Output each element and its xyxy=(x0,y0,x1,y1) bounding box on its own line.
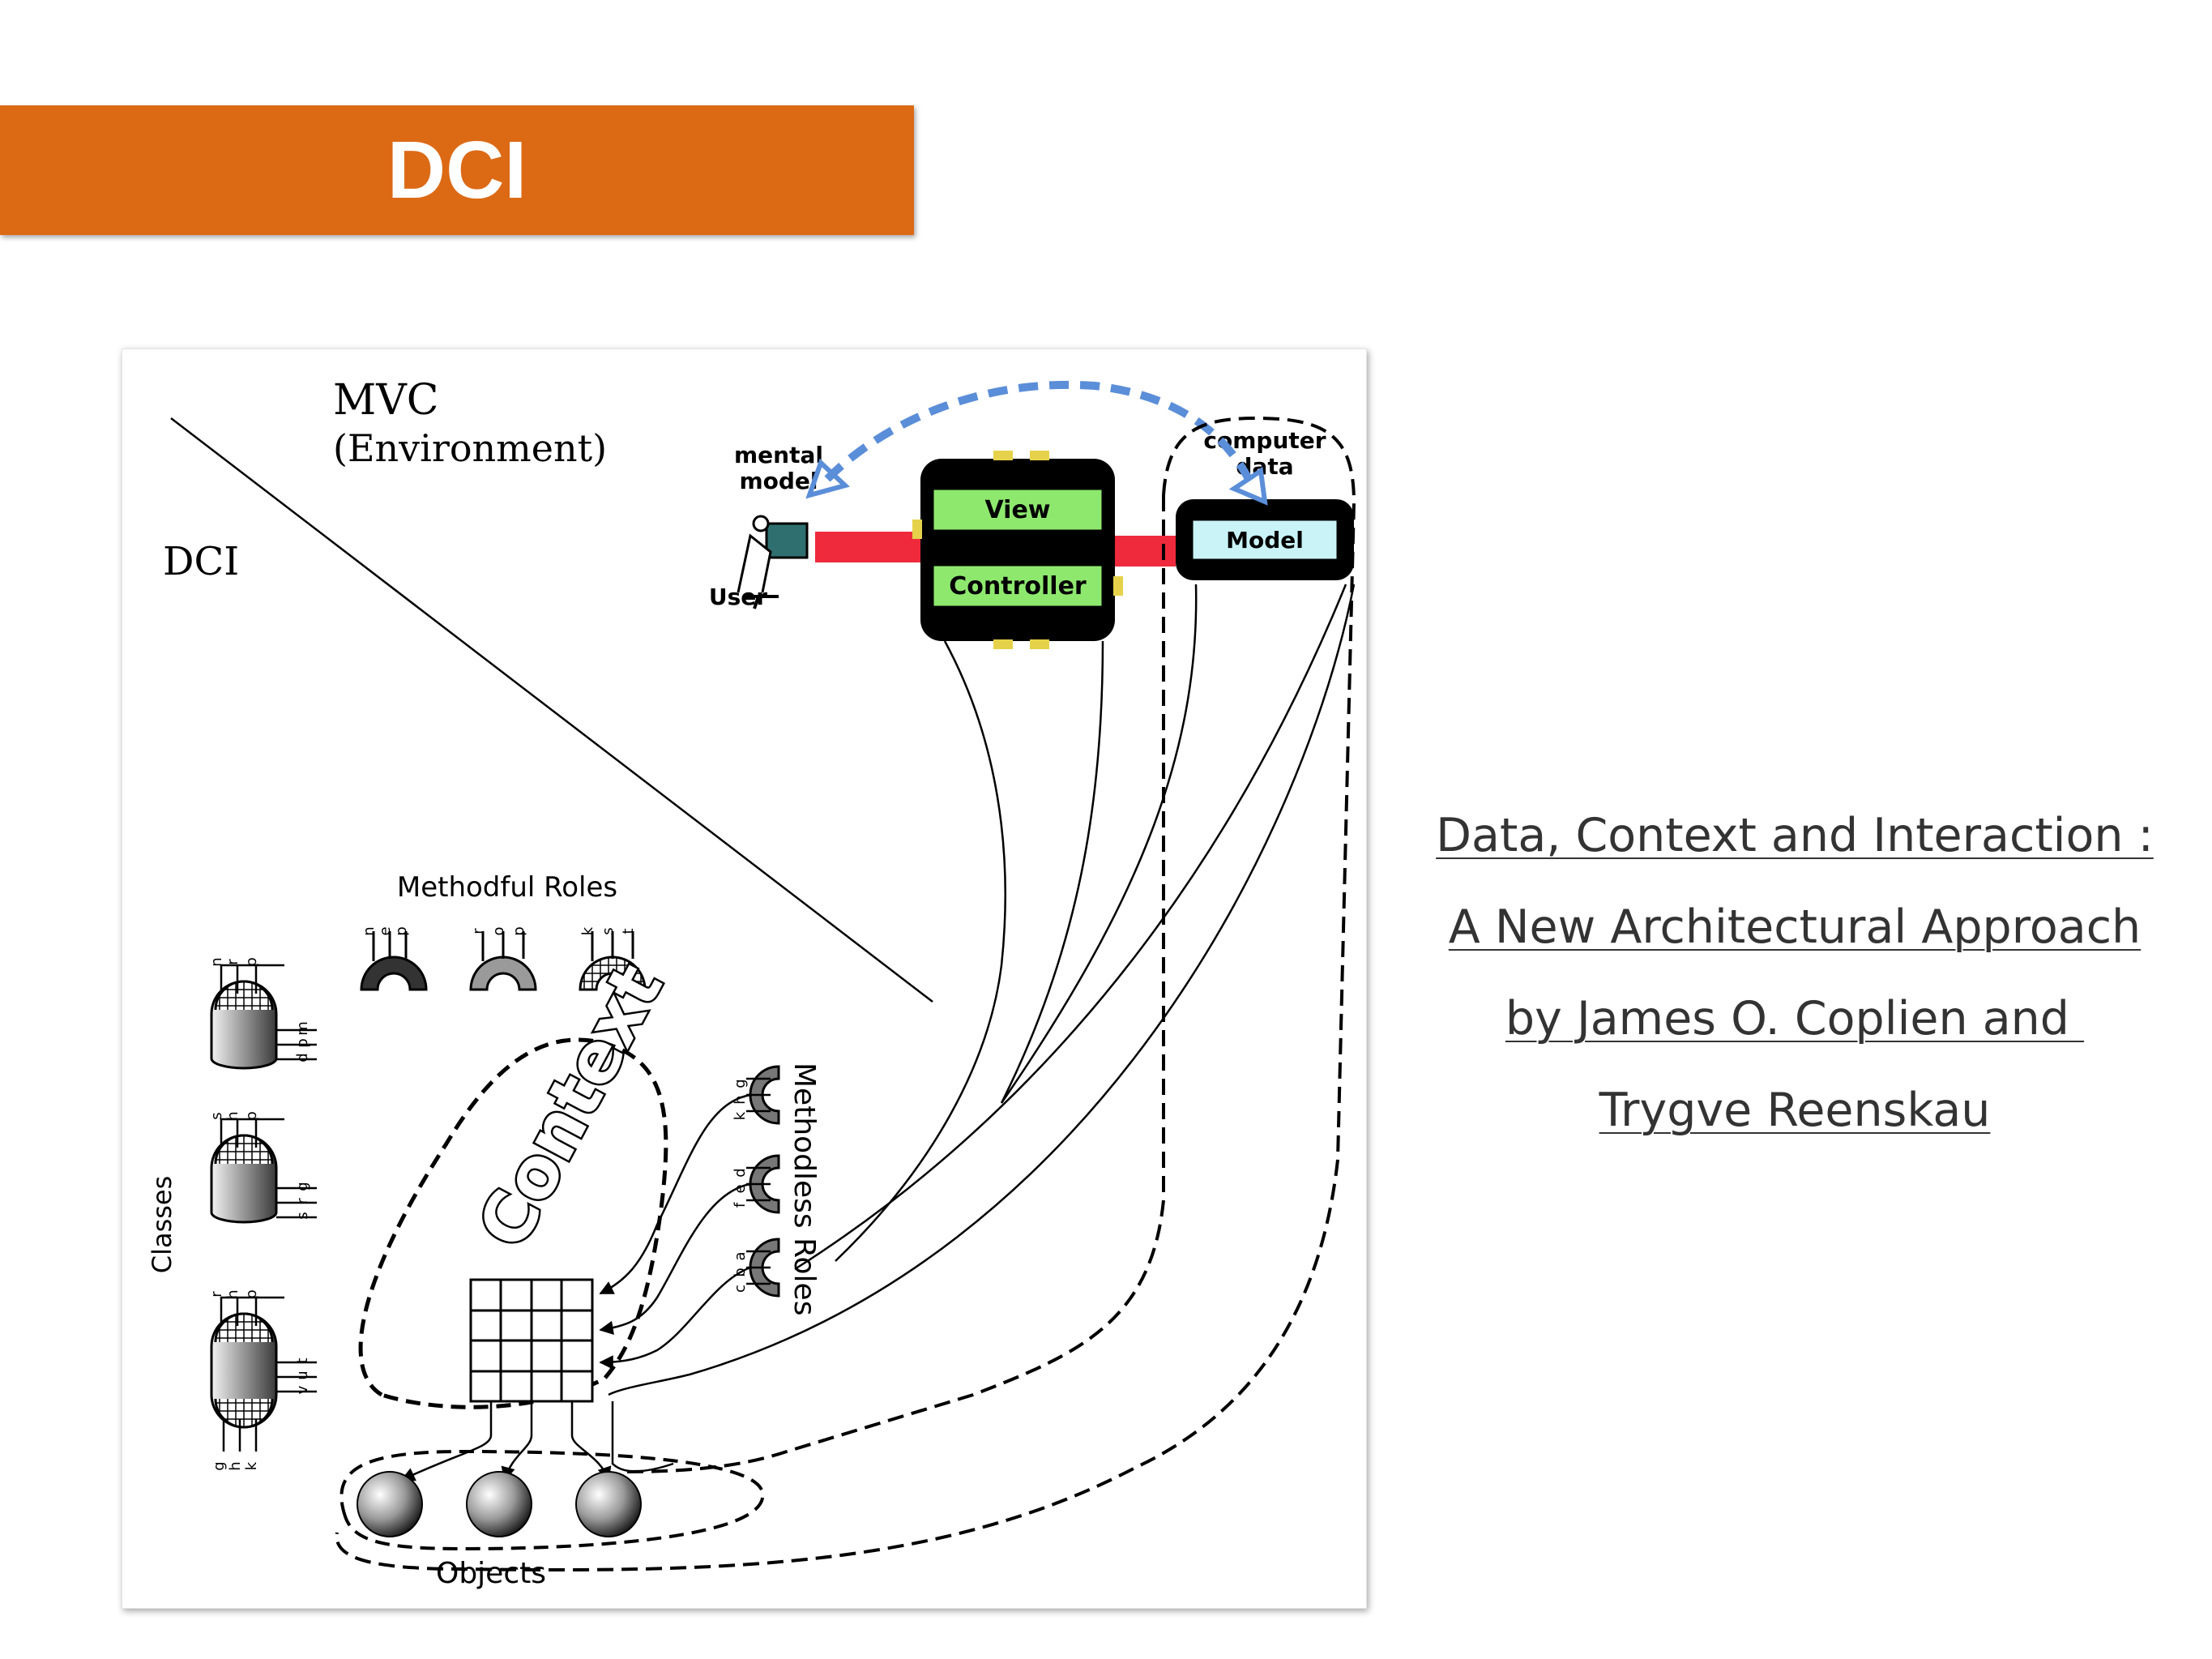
class-top-letter: p xyxy=(243,1111,260,1120)
class-top-letter: p xyxy=(243,957,260,966)
class-top-letter: r xyxy=(224,959,241,965)
methodless-roles-label: Methodless Roles xyxy=(788,1063,821,1315)
user-view-connector xyxy=(815,532,920,562)
methodful-role-letter: n xyxy=(361,926,378,935)
methodful-role-letter: p xyxy=(393,926,410,935)
context-label: Context xyxy=(463,951,678,1261)
model-box-label: Model xyxy=(1226,527,1304,554)
dci-diagram: MVC (Environment) DCI mental model User xyxy=(122,348,1367,1609)
class-side-letter: p xyxy=(294,1038,311,1047)
class-side-letter: d xyxy=(294,1053,311,1062)
methodful-role-letter: k xyxy=(579,926,596,935)
dci-diagram-svg: MVC (Environment) DCI mental model User xyxy=(147,376,1356,1590)
computer-data-boundary xyxy=(335,416,1356,1571)
methodless-role-letter: b xyxy=(732,1268,749,1276)
class-side-letter: r xyxy=(294,1198,311,1204)
methodful-role-letter: r xyxy=(470,928,487,934)
methodless-role-letter: k xyxy=(732,1111,749,1120)
slide-title: DCI xyxy=(386,125,527,216)
class-side-letter: v xyxy=(294,1385,311,1394)
class-bottom-letter: h xyxy=(227,1461,244,1470)
mental-model-computer-data-arrow xyxy=(805,380,1268,506)
controller-box-label: Controller xyxy=(949,572,1087,601)
methodful-role-icons xyxy=(360,931,647,991)
methodless-role-letter: a xyxy=(732,1251,749,1260)
model-box xyxy=(1190,518,1339,562)
mvc-label: MVC xyxy=(333,376,439,425)
methodful-role-letter: e xyxy=(377,926,394,935)
class-top-letter: n xyxy=(208,957,225,966)
context-grid xyxy=(469,1278,594,1403)
methodless-role-letter: h xyxy=(732,1095,749,1104)
classes-label: Classes xyxy=(147,1176,177,1274)
methodful-role-letter: o xyxy=(490,926,507,935)
mental-model-label-line2: model xyxy=(739,468,818,494)
caption-link-line3[interactable]: by James O. Coplien and xyxy=(1505,992,2085,1045)
controller-model-connector xyxy=(1115,536,1176,567)
methodless-role-letter: g xyxy=(732,1079,749,1088)
class-top-letter: r xyxy=(208,1291,225,1298)
class-icons xyxy=(210,964,317,1452)
methodless-role-letter: c xyxy=(732,1285,749,1293)
view-controller-chip xyxy=(912,451,1123,649)
class-top-letter: s xyxy=(208,1112,225,1119)
mental-model-label-line1: mental xyxy=(734,442,823,468)
dci-label: DCI xyxy=(163,539,239,584)
class-top-letter: h xyxy=(224,1111,241,1120)
methodless-role-letter: f xyxy=(732,1202,749,1208)
methodless-role-letter: e xyxy=(732,1184,749,1193)
class-side-letter: g xyxy=(294,1182,311,1191)
reference-caption: Data, Context and Interaction : A New Ar… xyxy=(1410,790,2180,1157)
class-side-letter: m xyxy=(294,1021,311,1036)
view-box-label: View xyxy=(984,496,1050,524)
methodful-role-letter: s xyxy=(600,927,617,934)
caption-link-line2[interactable]: A New Architectural Approach xyxy=(1448,900,2142,954)
methodful-role-letter: p xyxy=(510,926,527,935)
computer-data-boundary-inner xyxy=(624,495,1165,1473)
class-side-letter: u xyxy=(294,1370,311,1379)
context-boundary xyxy=(358,1037,668,1409)
class-top-letter: h xyxy=(224,1289,241,1298)
class-bottom-letter: g xyxy=(211,1461,228,1470)
caption-link-line4[interactable]: Trygve Reenskau xyxy=(1599,1084,1991,1137)
object-spheres xyxy=(357,1471,642,1537)
methodful-role-letter: t xyxy=(620,928,637,934)
class-top-letter: p xyxy=(243,1289,260,1298)
class-bottom-letter: k xyxy=(243,1461,260,1470)
methodless-role-icons xyxy=(746,1065,780,1298)
connection-curves xyxy=(608,584,1356,1396)
title-banner: DCI xyxy=(0,105,914,235)
user-at-terminal-icon xyxy=(737,515,809,609)
class-side-letter: t xyxy=(294,1358,311,1363)
class-side-letter: s xyxy=(294,1212,311,1219)
caption-link-line1[interactable]: Data, Context and Interaction : xyxy=(1436,809,2154,862)
objects-boundary xyxy=(339,1449,765,1551)
objects-label: Objects xyxy=(436,1557,546,1590)
divider-line xyxy=(170,417,933,1003)
environment-label: (Environment) xyxy=(333,426,607,470)
grid-to-object-arrows xyxy=(400,1401,674,1482)
user-label: User xyxy=(709,584,767,610)
role-binding-arrows xyxy=(599,1093,751,1370)
methodful-roles-label: Methodful Roles xyxy=(397,871,617,904)
methodless-role-letter: d xyxy=(732,1168,749,1177)
